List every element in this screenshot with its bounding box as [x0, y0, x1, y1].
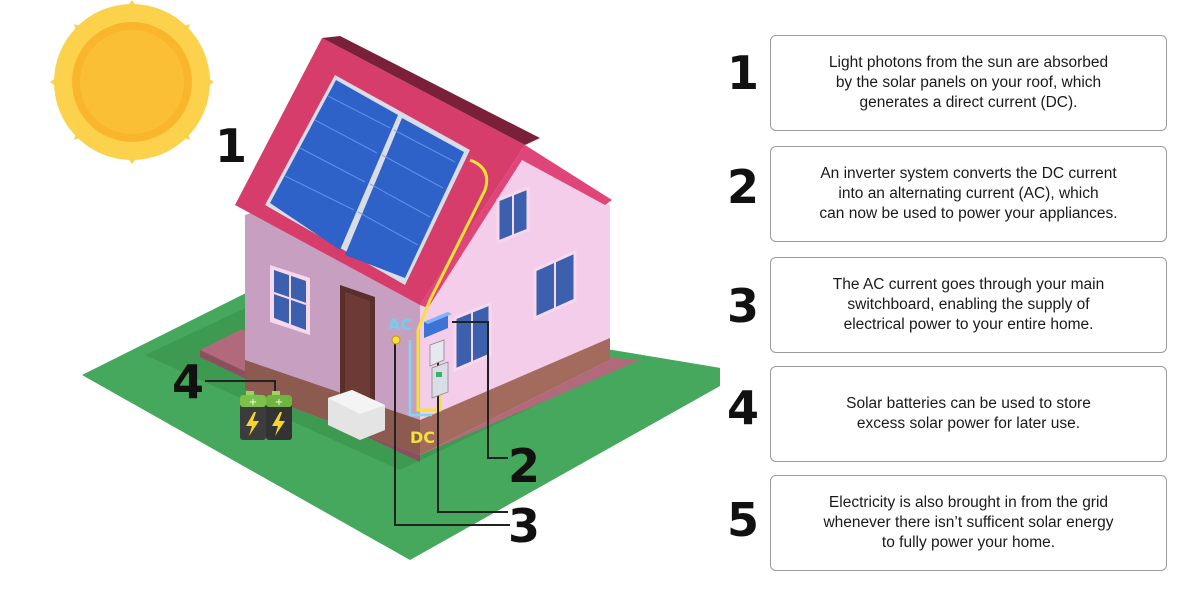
solar-panels — [265, 75, 470, 285]
step-number-2: 2 — [727, 160, 760, 214]
step-text-1: Light photons from the sun are absorbed … — [828, 54, 1109, 111]
step-number-1: 1 — [727, 46, 760, 100]
step-card-1: Light photons from the sun are absorbed … — [770, 35, 1167, 131]
ac-outlet-icon — [391, 335, 401, 345]
solar-house-illustration: + + AC DC 1 2 3 4 — [50, 0, 720, 560]
step-text-4: Solar batteries can be used to store exc… — [846, 395, 1091, 432]
callout-4: 4 — [172, 355, 204, 409]
inverter — [424, 312, 452, 338]
step-number-5: 5 — [727, 493, 760, 547]
step-card-4: Solar batteries can be used to store exc… — [770, 366, 1167, 462]
dc-label: DC — [410, 428, 435, 447]
step-card-5: Electricity is also brought in from the … — [770, 475, 1167, 571]
step-number-4: 4 — [727, 381, 760, 435]
callout-1: 1 — [215, 119, 247, 173]
step-card-2: An inverter system converts the DC curre… — [770, 146, 1167, 242]
ac-label: AC — [388, 315, 412, 334]
step-number-3: 3 — [727, 279, 760, 333]
callout-3: 3 — [508, 499, 540, 553]
svg-text:+: + — [275, 397, 283, 408]
step-text-5: Electricity is also brought in from the … — [823, 494, 1114, 551]
svg-text:+: + — [249, 397, 257, 408]
battery-icon: + + — [240, 391, 292, 440]
callout-2: 2 — [508, 439, 540, 493]
step-text-3: The AC current goes through your main sw… — [832, 276, 1105, 333]
sun-icon — [50, 0, 214, 164]
step-card-3: The AC current goes through your main sw… — [770, 257, 1167, 353]
step-text-2: An inverter system converts the DC curre… — [819, 165, 1118, 222]
switchboard — [429, 339, 449, 399]
